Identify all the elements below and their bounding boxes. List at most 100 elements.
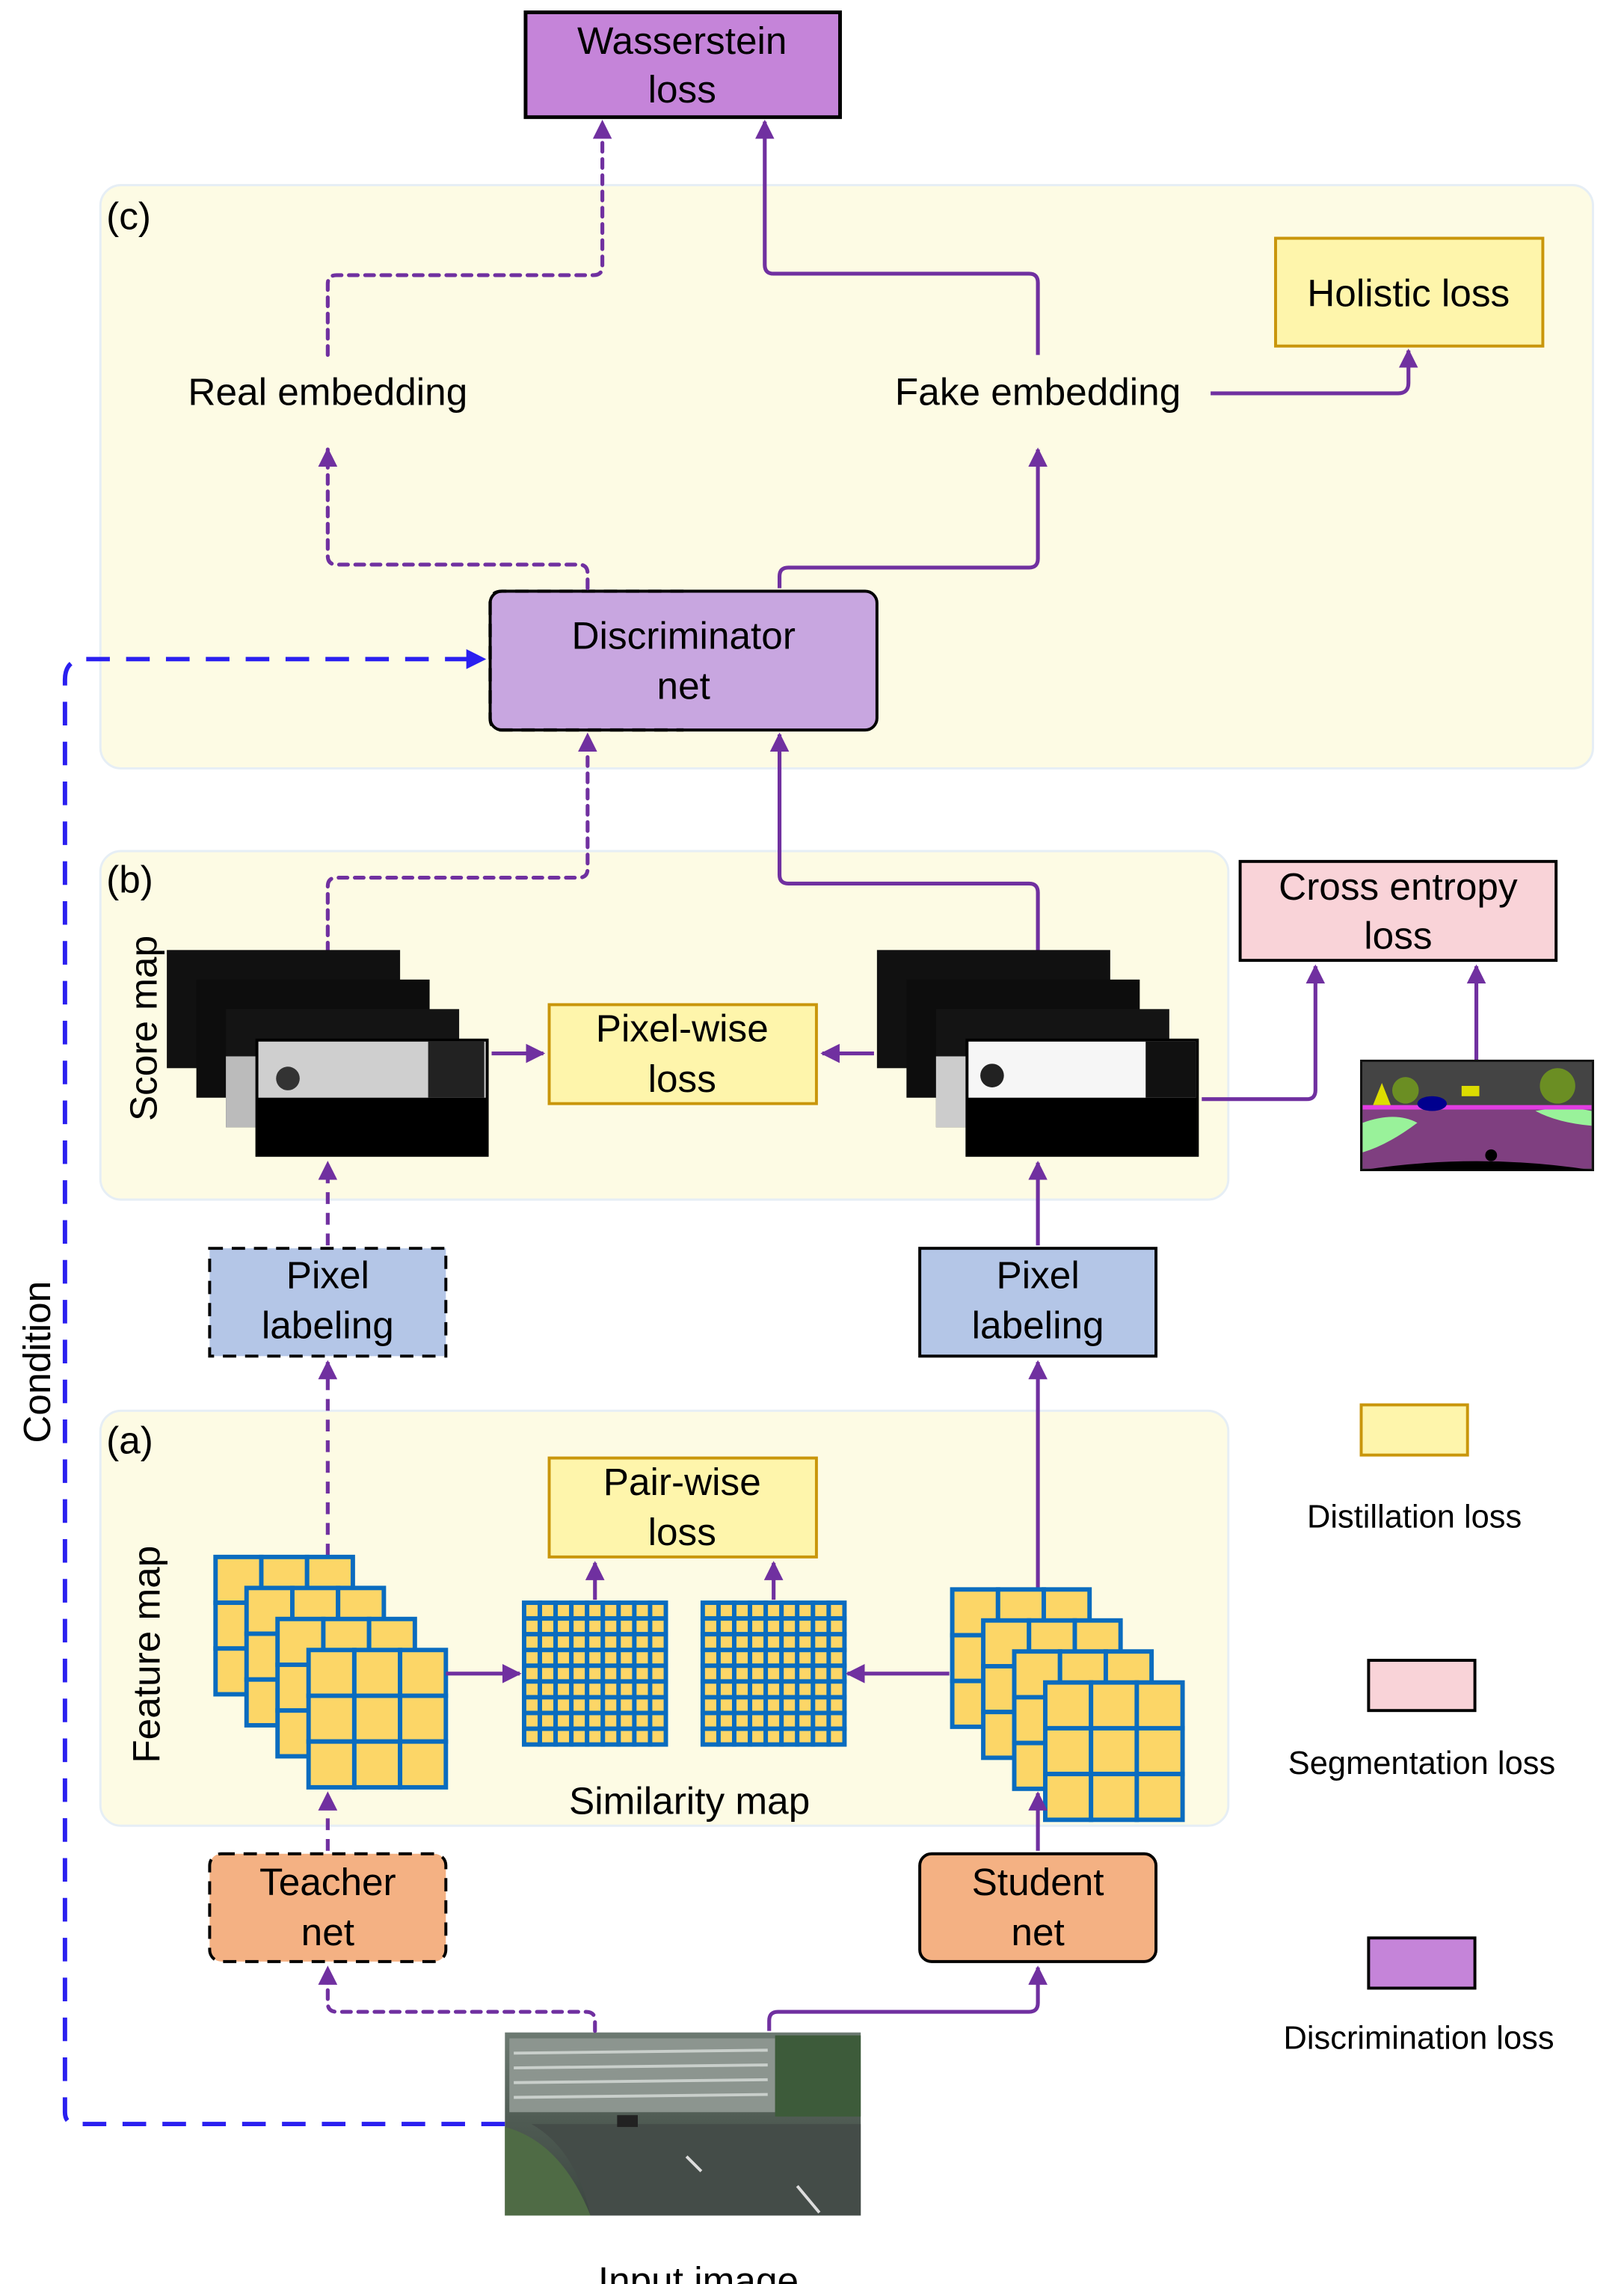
similarity-cell bbox=[779, 1726, 800, 1747]
similarity-cell bbox=[795, 1695, 816, 1716]
student-similarity-map bbox=[700, 1600, 847, 1747]
svg-text:Pixel: Pixel bbox=[996, 1253, 1079, 1296]
ground-truth-segmentation-image bbox=[1360, 1059, 1595, 1171]
similarity-cell bbox=[585, 1648, 606, 1669]
svg-text:labeling: labeling bbox=[262, 1304, 394, 1347]
similarity-cell bbox=[553, 1648, 574, 1669]
feature-cell bbox=[398, 1693, 449, 1744]
svg-text:Segmentation loss: Segmentation loss bbox=[1288, 1746, 1555, 1781]
similarity-cell bbox=[553, 1616, 574, 1637]
similarity-cell bbox=[632, 1726, 653, 1747]
feature-cell bbox=[351, 1648, 403, 1698]
similarity-cell bbox=[648, 1679, 668, 1700]
similarity-cell bbox=[732, 1600, 753, 1621]
similarity-cell bbox=[632, 1663, 653, 1684]
similarity-cell bbox=[700, 1648, 721, 1669]
svg-text:loss: loss bbox=[648, 1511, 716, 1553]
similarity-cell bbox=[748, 1632, 769, 1653]
similarity-cell bbox=[732, 1726, 753, 1747]
feature-cell bbox=[306, 1739, 357, 1790]
cross-entropy-loss-box: Cross entropy loss bbox=[1238, 859, 1558, 963]
wasserstein-loss-box: Wasserstein loss bbox=[523, 10, 842, 120]
similarity-cell bbox=[569, 1710, 590, 1731]
similarity-cell bbox=[748, 1695, 769, 1716]
similarity-cell bbox=[522, 1632, 542, 1653]
similarity-cell bbox=[826, 1600, 847, 1621]
similarity-cell bbox=[700, 1616, 721, 1637]
similarity-cell bbox=[795, 1648, 816, 1669]
student-score-map-stack bbox=[876, 950, 1199, 1157]
similarity-cell bbox=[700, 1663, 721, 1684]
similarity-cell bbox=[600, 1663, 621, 1684]
feature-cell bbox=[306, 1693, 357, 1744]
similarity-cell bbox=[795, 1726, 816, 1747]
similarity-cell bbox=[569, 1616, 590, 1637]
similarity-cell bbox=[795, 1710, 816, 1731]
arrow-disc-to-real bbox=[318, 447, 590, 591]
similarity-cell bbox=[632, 1695, 653, 1716]
svg-text:Distillation loss: Distillation loss bbox=[1307, 1499, 1522, 1535]
similarity-cell bbox=[826, 1632, 847, 1653]
arrow-input-to-teacher bbox=[318, 1965, 597, 2033]
feature-cell bbox=[1134, 1680, 1185, 1731]
similarity-cell bbox=[716, 1695, 736, 1716]
feature-cell bbox=[1043, 1725, 1094, 1777]
pixel-labeling-teacher-box: Pixel labeling bbox=[208, 1247, 448, 1358]
similarity-cell bbox=[716, 1679, 736, 1700]
similarity-cell bbox=[616, 1695, 637, 1716]
legend-item-distillation: Distillation loss bbox=[1307, 1403, 1522, 1535]
input-image bbox=[505, 2032, 861, 2216]
similarity-cell bbox=[732, 1663, 753, 1684]
similarity-cell bbox=[763, 1600, 784, 1621]
similarity-cell bbox=[600, 1632, 621, 1653]
similarity-cell bbox=[811, 1616, 831, 1637]
svg-text:Student: Student bbox=[972, 1861, 1104, 1903]
discriminator-net-box: Discriminator net bbox=[488, 589, 879, 732]
similarity-cell bbox=[716, 1710, 736, 1731]
similarity-cell bbox=[616, 1710, 637, 1731]
similarity-cell bbox=[811, 1710, 831, 1731]
similarity-cell bbox=[826, 1726, 847, 1747]
similarity-cell bbox=[795, 1600, 816, 1621]
similarity-cell bbox=[538, 1600, 559, 1621]
svg-text:Teacher: Teacher bbox=[259, 1861, 396, 1903]
similarity-cell bbox=[748, 1648, 769, 1669]
similarity-cell bbox=[616, 1679, 637, 1700]
similarity-cell bbox=[732, 1695, 753, 1716]
svg-text:loss: loss bbox=[1364, 914, 1432, 957]
panel-c-label: (c) bbox=[106, 195, 151, 238]
similarity-cell bbox=[569, 1726, 590, 1747]
similarity-cell bbox=[632, 1632, 653, 1653]
similarity-cell bbox=[632, 1600, 653, 1621]
similarity-cell bbox=[700, 1726, 721, 1747]
score-map-label: Score map bbox=[122, 936, 164, 1121]
svg-text:Discrimination loss: Discrimination loss bbox=[1283, 2020, 1554, 2056]
similarity-cell bbox=[538, 1632, 559, 1653]
similarity-cell bbox=[779, 1600, 800, 1621]
svg-text:Cross entropy: Cross entropy bbox=[1279, 865, 1518, 908]
similarity-cell bbox=[569, 1632, 590, 1653]
arrow-input-to-student bbox=[767, 1965, 1048, 2031]
similarity-cell bbox=[648, 1632, 668, 1653]
pair-wise-loss-box: Pair-wise loss bbox=[547, 1456, 818, 1559]
similarity-cell bbox=[616, 1726, 637, 1747]
similarity-cell bbox=[569, 1695, 590, 1716]
similarity-cell bbox=[522, 1695, 542, 1716]
panel-b-label: (b) bbox=[106, 858, 153, 900]
similarity-cell bbox=[779, 1632, 800, 1653]
similarity-cell bbox=[811, 1695, 831, 1716]
arrow-student-score-to-ce bbox=[1202, 964, 1326, 1102]
similarity-cell bbox=[585, 1679, 606, 1700]
similarity-cell bbox=[826, 1679, 847, 1700]
similarity-cell bbox=[763, 1616, 784, 1637]
teacher-score-map-stack bbox=[167, 950, 489, 1157]
feature-cell bbox=[306, 1648, 357, 1698]
similarity-cell bbox=[779, 1679, 800, 1700]
feature-cell bbox=[1089, 1725, 1139, 1777]
svg-text:Wasserstein: Wasserstein bbox=[577, 19, 787, 62]
similarity-cell bbox=[616, 1616, 637, 1637]
similarity-cell bbox=[748, 1726, 769, 1747]
similarity-cell bbox=[700, 1695, 721, 1716]
condition-arrow bbox=[62, 648, 505, 2127]
